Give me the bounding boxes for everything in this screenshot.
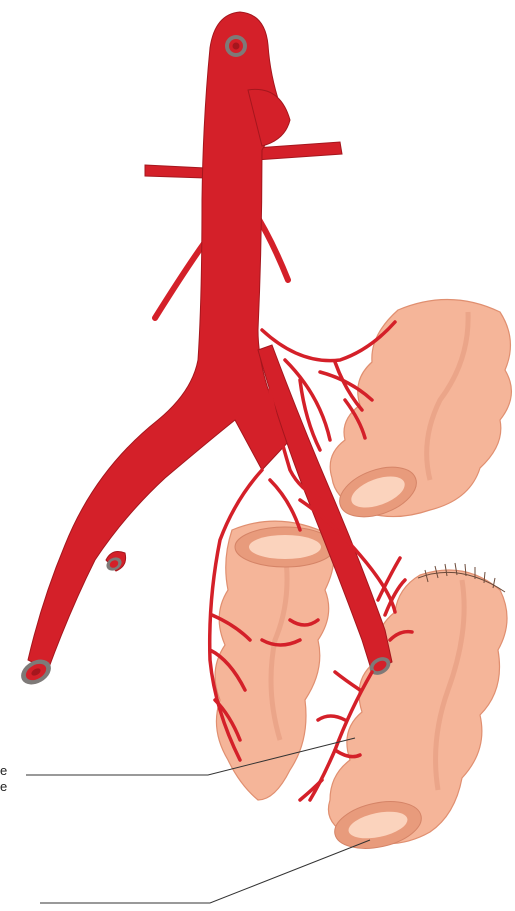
arterial-tree <box>17 12 412 800</box>
leader-line-upper <box>26 738 355 775</box>
left-lumbar-branch <box>155 242 205 318</box>
upper-colon-segment <box>330 299 511 526</box>
clipped-label-line-1: e <box>0 763 7 779</box>
clipped-label-line-2: e <box>0 779 7 795</box>
leader-line-lower <box>40 840 370 903</box>
leader-lines <box>26 738 370 903</box>
